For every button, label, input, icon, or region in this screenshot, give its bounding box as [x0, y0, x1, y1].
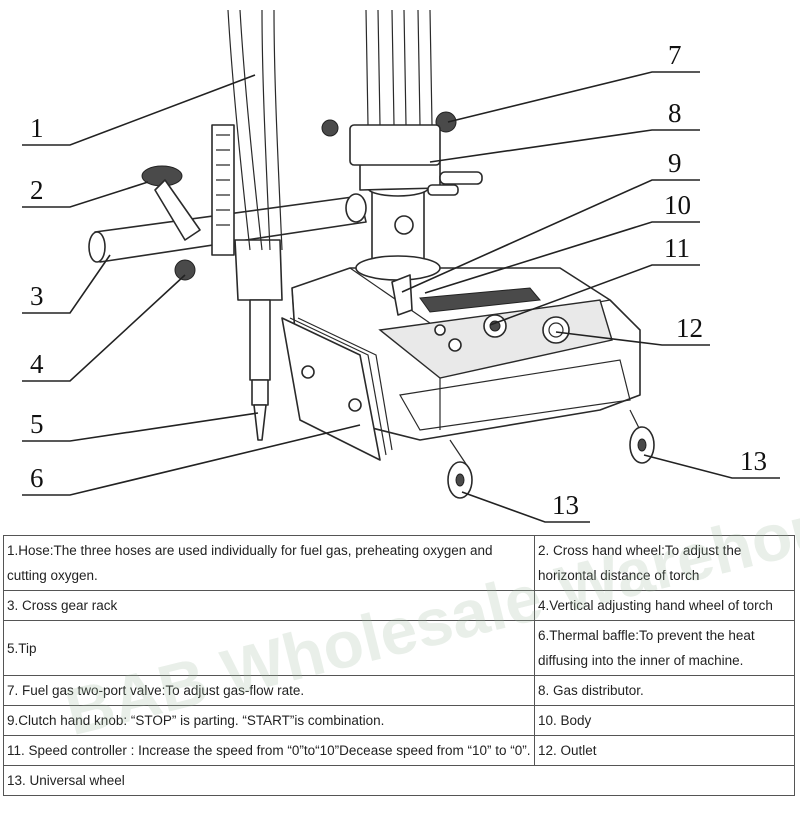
table-row: 1.Hose:The three hoses are used individu… [3, 535, 795, 591]
callout-8: 8 [668, 98, 682, 128]
table-row: 3. Cross gear rack 4.Vertical adjusting … [3, 590, 795, 621]
legend-cell: 6.Thermal baffle:To prevent the heat dif… [534, 620, 795, 676]
torch-assembly [141, 124, 283, 441]
callout-numbers: 1 2 3 4 5 6 7 8 9 10 11 12 13 13 [30, 40, 767, 520]
callout-13-bottom: 13 [552, 490, 579, 520]
callout-3: 3 [30, 281, 44, 311]
callout-2: 2 [30, 175, 44, 205]
callout-11: 11 [664, 233, 690, 263]
universal-wheels [447, 409, 655, 499]
callout-6: 6 [30, 463, 44, 493]
legend-cell: 10. Body [534, 705, 795, 736]
legend-cell: 9.Clutch hand knob: “STOP” is parting. “… [3, 705, 535, 736]
callout-9: 9 [668, 148, 682, 178]
callout-4: 4 [30, 349, 44, 379]
callout-13-right: 13 [740, 446, 767, 476]
legend-cell: 12. Outlet [534, 735, 795, 766]
hoses [227, 9, 433, 251]
table-row: 9.Clutch hand knob: “STOP” is parting. “… [3, 705, 795, 736]
legend-cell: 5.Tip [3, 620, 535, 676]
callout-12: 12 [676, 313, 703, 343]
legend-cell: 7. Fuel gas two-port valve:To adjust gas… [3, 675, 535, 706]
legend-cell: 11. Speed controller : Increase the spee… [3, 735, 535, 766]
legend-cell: 1.Hose:The three hoses are used individu… [3, 535, 535, 591]
legend-cell: 2. Cross hand wheel:To adjust the horizo… [534, 535, 795, 591]
legend-cell: 13. Universal wheel [3, 765, 795, 796]
two-port-valve [321, 111, 457, 166]
legend-cell: 3. Cross gear rack [3, 590, 535, 621]
legend-cell: 8. Gas distributor. [534, 675, 795, 706]
control-panel [419, 287, 570, 352]
callout-5: 5 [30, 409, 44, 439]
table-row: 7. Fuel gas two-port valve:To adjust gas… [3, 675, 795, 706]
callout-1: 1 [30, 113, 44, 143]
thermal-baffle [281, 317, 393, 461]
table-row: 11. Speed controller : Increase the spee… [3, 735, 795, 766]
leader-lines [22, 71, 780, 523]
table-row: 5.Tip 6.Thermal baffle:To prevent the he… [3, 620, 795, 676]
legend-cell: 4.Vertical adjusting hand wheel of torch [534, 590, 795, 621]
callout-10: 10 [664, 190, 691, 220]
callout-7: 7 [668, 40, 682, 70]
table-row: 13. Universal wheel [3, 765, 795, 796]
parts-legend-table: 1.Hose:The three hoses are used individu… [3, 535, 795, 796]
machine-diagram: 1 2 3 4 5 6 7 8 9 10 11 12 13 13 [22, 9, 780, 523]
